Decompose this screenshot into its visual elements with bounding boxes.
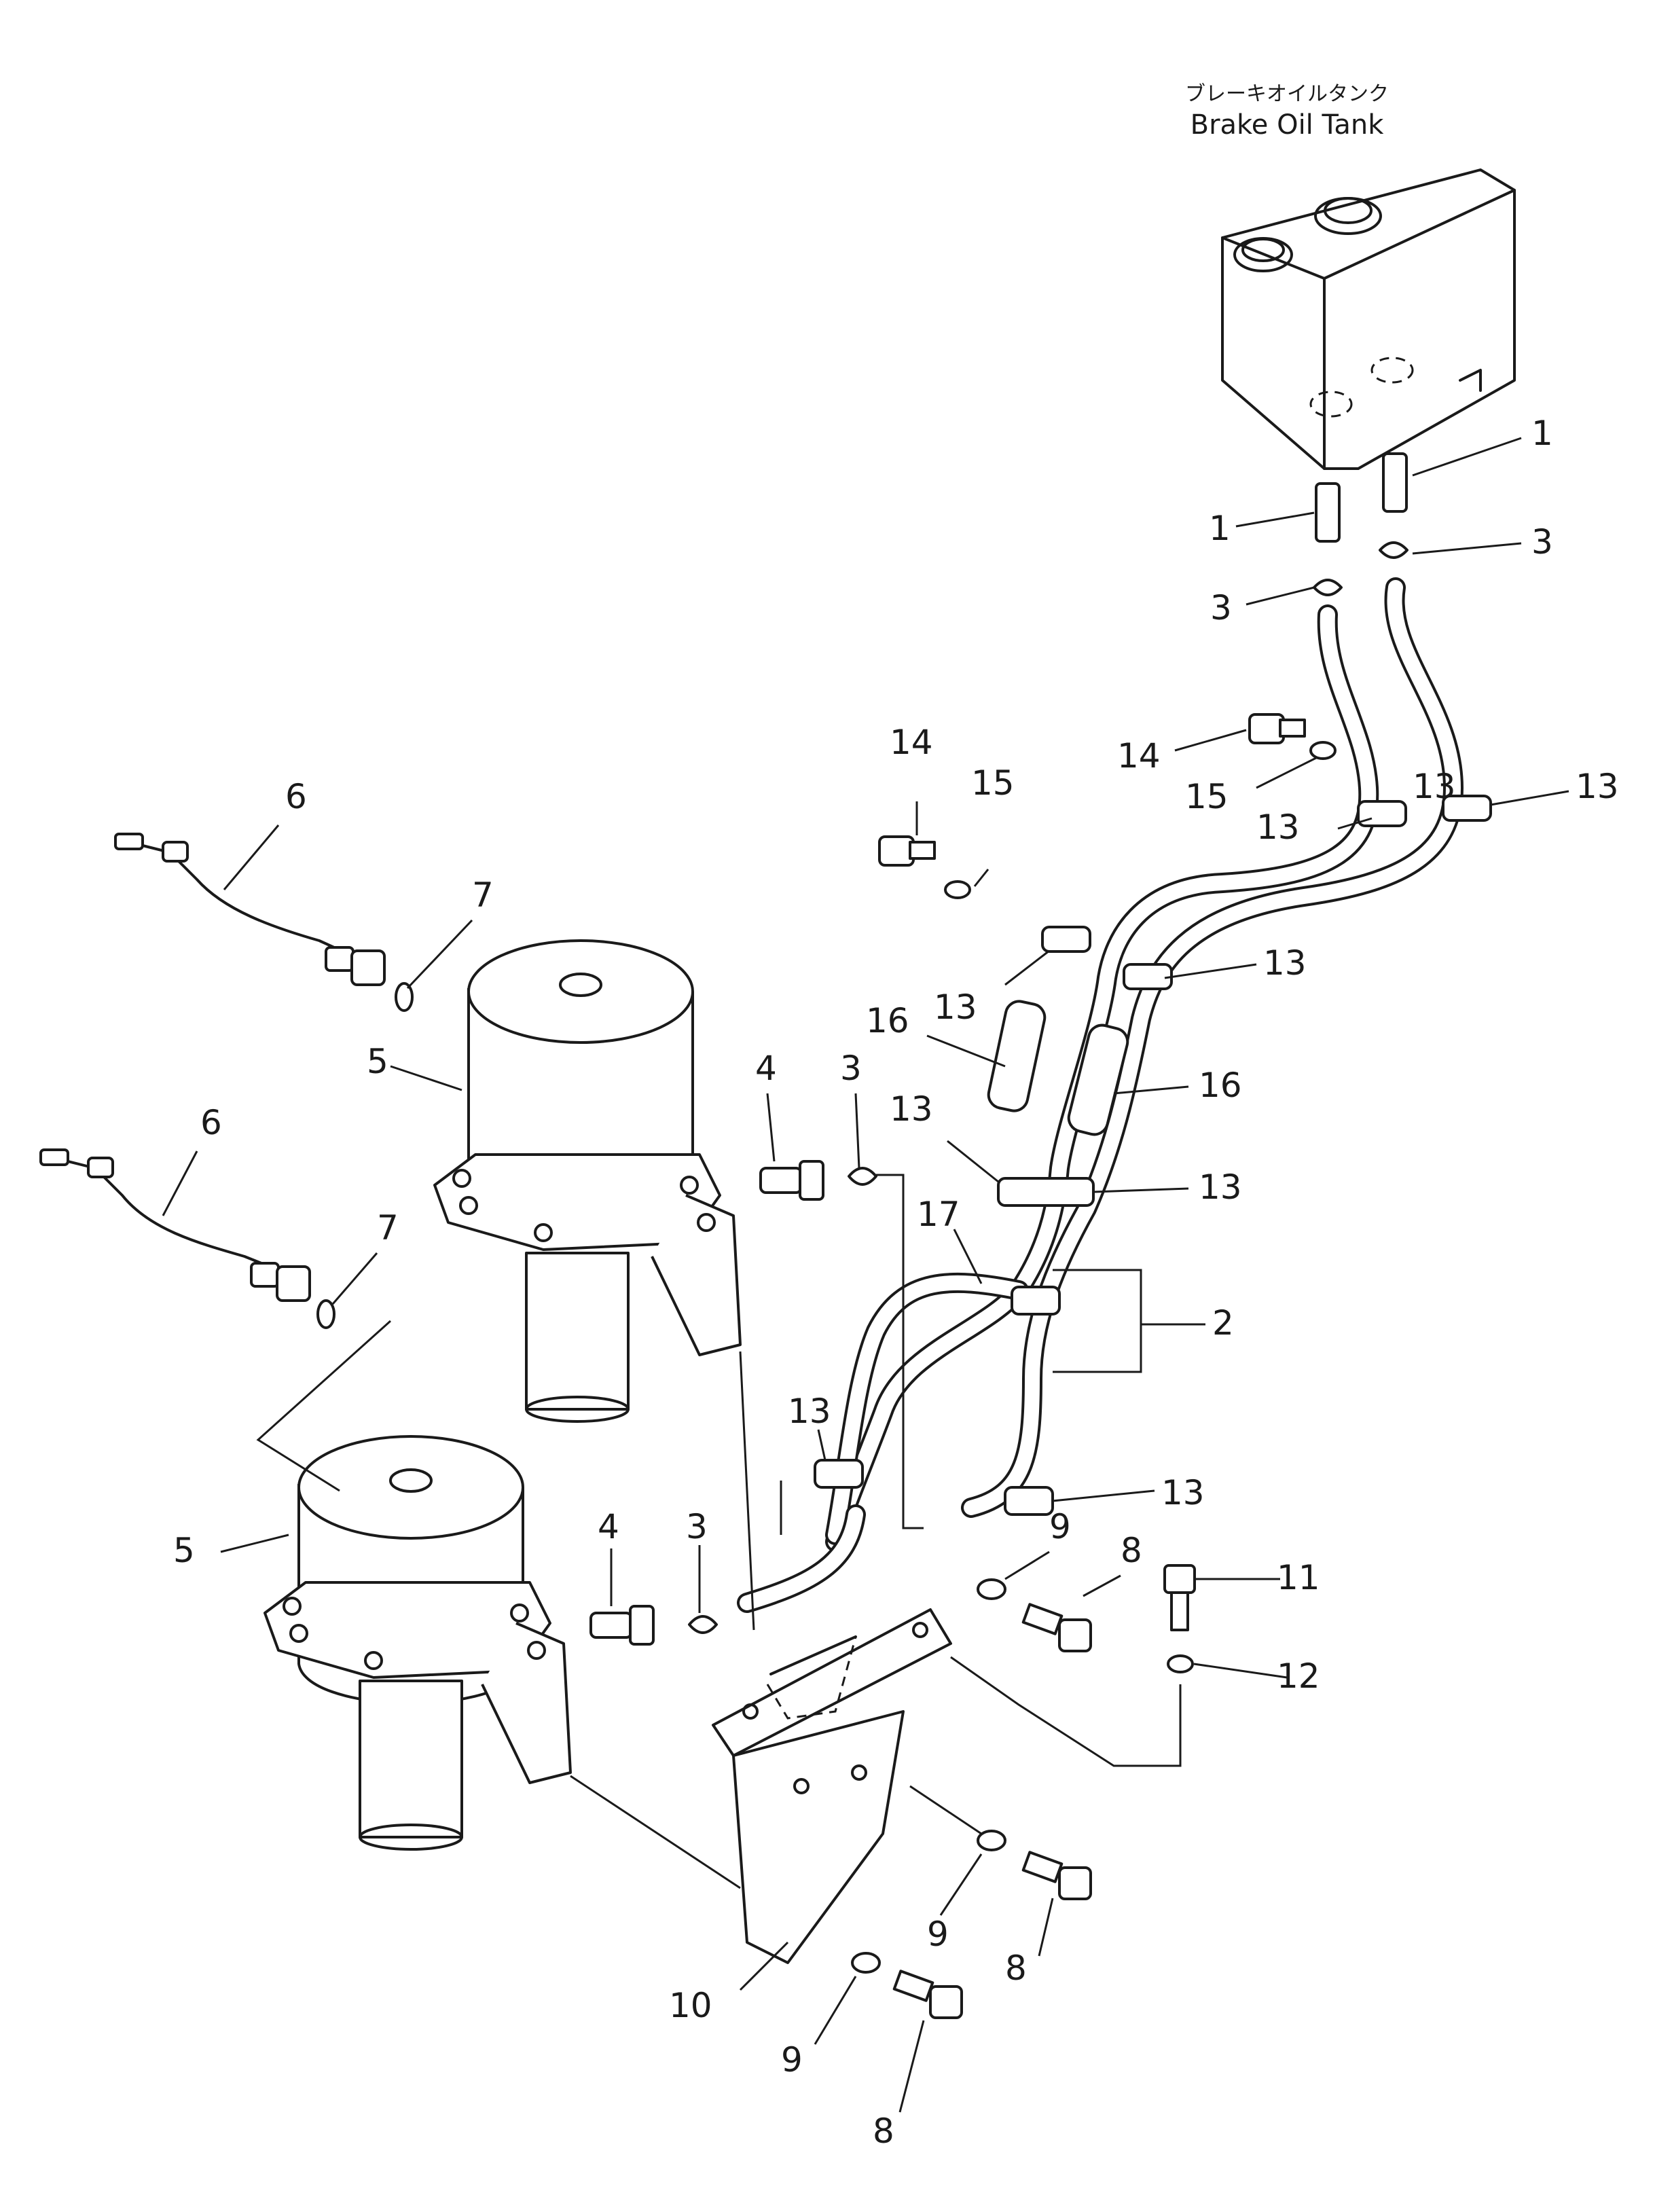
callout-11: 11 [1277,1558,1320,1597]
callout-13: 13 [1199,1167,1242,1207]
callout-16: 16 [1199,1066,1242,1105]
callout-numbers: 1 1 3 3 14 15 13 13 14 15 13 13 16 16 13… [173,414,1619,2151]
callout-13: 13 [1263,943,1307,983]
brake-booster-upper [433,939,742,1423]
callout-6: 6 [200,1103,222,1142]
callout-2: 2 [1212,1303,1234,1343]
sensor-lower [39,1148,335,1329]
callout-3: 3 [1210,588,1232,628]
assembly-leader-line [739,1351,755,1631]
callout-7: 7 [472,875,494,915]
brake-oil-tank: ブレーキオイルタンク Brake Oil Tank [1185,82,1516,470]
callout-13: 13 [1256,808,1300,847]
callout-3: 3 [1531,522,1553,562]
callout-13: 13 [788,1392,831,1431]
callout-13: 13 [1161,1473,1205,1512]
callout-7: 7 [377,1208,399,1248]
callout-5: 5 [367,1042,388,1081]
callout-15: 15 [971,763,1015,803]
callout-10: 10 [669,1986,712,2025]
callout-13: 13 [1413,767,1456,806]
callout-6: 6 [285,777,307,816]
callout-14: 14 [890,723,933,762]
sensor-upper [114,833,414,1012]
callout-16: 16 [866,1001,909,1040]
assembly-leader-line [570,1775,741,1889]
callout-13: 13 [890,1089,933,1129]
bolts-and-washers-8-9-11-12 [851,1564,1196,2019]
hose-assembly [737,577,1492,1613]
mounting-bracket [712,1608,952,1964]
tank-label-english: Brake Oil Tank [1191,109,1385,141]
callout-13: 13 [934,987,977,1027]
callout-4: 4 [598,1507,619,1546]
callout-8: 8 [873,2111,894,2151]
callout-1: 1 [1531,414,1553,453]
callout-9: 9 [927,1915,949,1954]
callout-9: 9 [1049,1507,1071,1546]
assembly-leader-line [256,1320,392,1492]
callout-8: 8 [1121,1531,1142,1570]
callout-1: 1 [1209,509,1231,548]
brake-booster-lower [263,1435,572,1851]
callout-4: 4 [755,1049,777,1088]
tank-label-japanese: ブレーキオイルタンク [1185,82,1389,106]
callout-17: 17 [917,1195,960,1234]
tank-fittings [1313,452,1409,596]
callout-14: 14 [1117,736,1161,776]
callout-leaders [162,437,1569,2113]
callout-3: 3 [840,1049,862,1088]
bolts-and-washers-14-15 [878,713,1337,899]
booster-fittings [589,1160,877,1646]
callout-5: 5 [173,1531,195,1570]
callout-13: 13 [1576,767,1619,806]
callout-8: 8 [1005,1948,1027,1988]
callout-12: 12 [1277,1656,1320,1696]
callout-15: 15 [1185,777,1229,816]
callout-9: 9 [781,2040,803,2080]
callout-3: 3 [686,1507,708,1546]
hose-assembly-bracket-line [1053,1269,1142,1373]
